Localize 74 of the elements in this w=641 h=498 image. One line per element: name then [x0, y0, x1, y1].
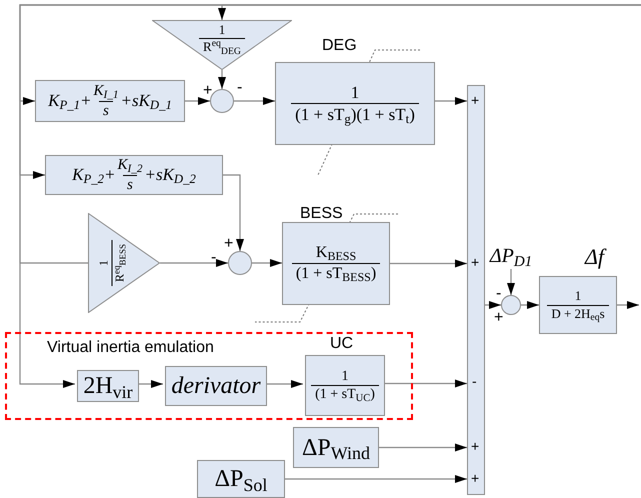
connector-arrow	[19, 4, 641, 388]
connector-arrow	[390, 260, 467, 268]
connector-arrow	[223, 174, 244, 251]
formula-text: K$_{P_2}$+	[72, 164, 116, 188]
block-box	[77, 370, 139, 402]
formula-text: derivator	[171, 374, 261, 398]
connector-arrow	[521, 301, 539, 309]
connector-arrow	[265, 380, 303, 388]
connector-arrow	[383, 380, 467, 388]
group-title: Virtual inertia emulation	[47, 339, 214, 356]
block-caption: UC	[330, 335, 354, 352]
denominator-text: (1 + sT$_{UC}$)	[311, 385, 379, 404]
denominator-text: s	[99, 100, 113, 120]
sign-label: +	[224, 235, 234, 252]
dashed-group	[5, 332, 413, 420]
block-box	[197, 460, 285, 498]
numerator-text: 1	[96, 259, 112, 268]
gain-triangle	[152, 20, 292, 70]
formula-text: 2H$_{vir}$	[83, 374, 133, 398]
sign-label: -	[472, 373, 477, 389]
controller-box	[35, 80, 185, 122]
transfer-function-box	[275, 62, 435, 145]
block-caption: BESS	[300, 205, 343, 222]
transfer-function-box	[539, 276, 617, 334]
sign-label: +	[471, 92, 480, 108]
numerator-text: K$_{I_1}$	[93, 82, 118, 100]
signal-label: Δf	[585, 244, 604, 269]
sign-label: -	[496, 285, 502, 302]
numerator-text: 1	[574, 288, 582, 304]
connector-arrow	[285, 475, 467, 483]
controller-box	[45, 155, 223, 195]
numerator-text: 1	[340, 368, 350, 385]
block-caption: DEG	[322, 37, 357, 54]
connector-arrow	[507, 269, 515, 295]
formula-text: K$_{P_1}$+	[48, 90, 92, 114]
numerator-text: K$_{BESS}$	[314, 243, 358, 263]
numerator-text: 1	[350, 82, 360, 103]
connector-arrow	[379, 444, 467, 452]
connector-arrow	[137, 380, 163, 388]
summing-junction	[210, 89, 234, 113]
connector-arrow	[160, 259, 228, 267]
connector-arrow	[218, 70, 226, 89]
formula-text: ΔP$_{Wind}$	[302, 436, 370, 460]
sign-label: +	[471, 438, 480, 454]
connector-arrow	[435, 97, 467, 105]
signal-text: ΔP$_{D1}$	[490, 245, 532, 267]
connector-arrow	[234, 97, 275, 105]
connector-arrow	[617, 301, 639, 309]
denominator-text: (1 + sT$_{g}$)(1 + sT$_{t}$)	[291, 103, 419, 126]
numerator-text: K$_{I_2}$	[117, 156, 142, 174]
summing-junction	[501, 295, 521, 315]
sign-label: -	[237, 79, 242, 96]
connector-arrow	[252, 259, 282, 267]
block-box	[293, 427, 379, 468]
denominator-text: (1 + sT$_{BESS}$)	[292, 263, 380, 284]
sign-label: +	[471, 254, 480, 270]
connector-arrow	[185, 97, 210, 105]
sign-label: -	[211, 249, 216, 266]
formula-text: +sK$_{D_1}$	[120, 90, 172, 114]
formula-text: +sK$_{D_2}$	[144, 164, 196, 188]
sign-label: +	[203, 82, 212, 99]
transfer-function-box	[282, 222, 390, 305]
connector-arrow	[485, 301, 501, 309]
numerator-text: 1	[218, 22, 226, 38]
denominator-text: s	[123, 174, 137, 194]
transfer-function-box	[305, 355, 385, 416]
summation-bar	[467, 85, 485, 495]
sign-label: +	[494, 309, 504, 326]
block-box	[165, 366, 267, 406]
formula-text: ΔP$_{Sol}$	[214, 467, 268, 491]
gain-triangle	[88, 213, 160, 313]
denominator-text: D + 2H$_{eq}$s	[547, 304, 609, 322]
sign-label: +	[471, 470, 480, 486]
summing-junction	[228, 251, 252, 275]
